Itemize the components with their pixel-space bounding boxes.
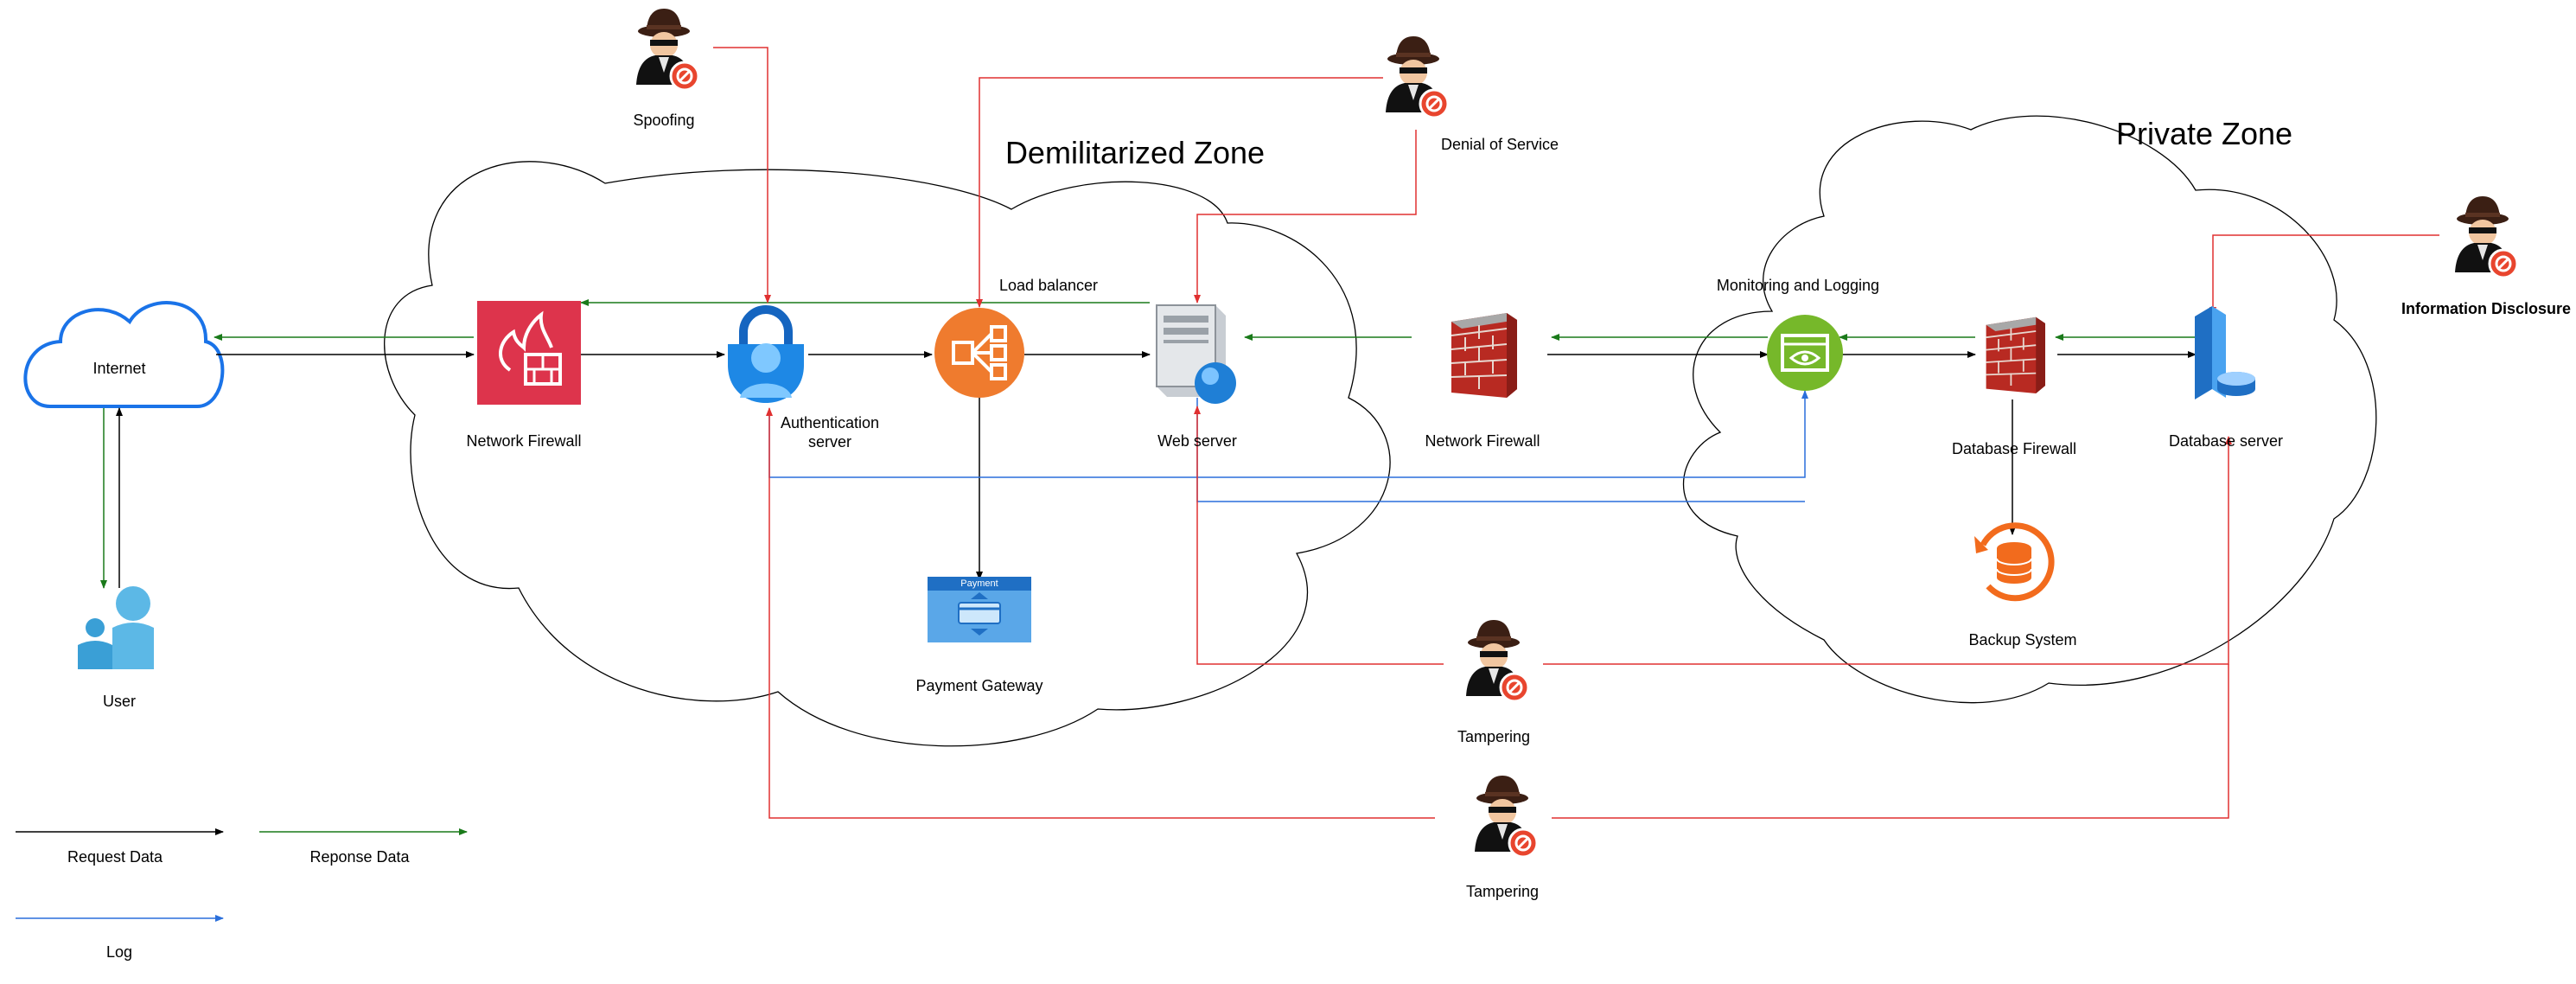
- legend-log-label: Log: [105, 943, 133, 961]
- internet-cloud-icon: [23, 301, 225, 408]
- load-balancer-icon: [934, 308, 1024, 398]
- tampering-1-label: Tampering: [1457, 728, 1531, 745]
- legend-arrows: [16, 828, 468, 922]
- information-disclosure-label: Information Disclosure: [2401, 300, 2572, 317]
- denial-of-service-label: Denial of Service: [1440, 136, 1559, 153]
- network-firewall-label: Network Firewall: [466, 432, 582, 450]
- legend-request-label: Request Data: [67, 848, 163, 866]
- internet-label: Internet: [92, 360, 146, 377]
- hacker-tampering-2-icon: [1473, 774, 1539, 859]
- backup-system-icon: [1974, 522, 2055, 602]
- database-firewall-label: Database Firewall: [1951, 440, 2077, 457]
- network-firewall-2-icon: [1451, 312, 1518, 399]
- hacker-tampering-1-icon: [1464, 618, 1530, 703]
- private-zone-cloud: [1682, 115, 2377, 704]
- network-firewall-2-label: Network Firewall: [1425, 432, 1540, 450]
- hacker-denial-of-service-icon: [1384, 35, 1450, 119]
- network-firewall-icon: [477, 301, 581, 405]
- spoofing-label: Spoofing: [633, 112, 695, 129]
- dmz-zone-title: Demilitarized Zone: [1004, 135, 1266, 170]
- user-icon: [78, 586, 154, 669]
- backup-system-label: Backup System: [1968, 631, 2077, 649]
- legend-response-label: Reponse Data: [309, 848, 410, 866]
- database-server-icon: [2195, 306, 2255, 399]
- payment-gateway-label: Payment Gateway: [915, 677, 1043, 694]
- hacker-spoofing-icon: [634, 7, 700, 92]
- dmz-zone-cloud: [384, 161, 1391, 747]
- web-server-label: Web server: [1157, 432, 1237, 450]
- payment-badge-label: Payment: [960, 578, 998, 589]
- database-server-label: Database server: [2168, 432, 2284, 450]
- database-firewall-icon: [1985, 316, 2046, 394]
- authentication-server-label: Authentication server: [780, 414, 880, 450]
- payment-gateway-icon: [928, 577, 1031, 642]
- monitoring-label: Monitoring and Logging: [1716, 277, 1880, 294]
- web-server-icon: [1156, 304, 1236, 404]
- authentication-server-icon: [728, 305, 804, 403]
- monitoring-logging-icon: [1767, 315, 1843, 391]
- tampering-2-label: Tampering: [1465, 883, 1540, 900]
- load-balancer-label: Load balancer: [998, 277, 1099, 294]
- private-zone-title: Private Zone: [2115, 116, 2293, 151]
- hacker-information-disclosure-icon: [2453, 195, 2519, 279]
- user-label: User: [102, 693, 137, 710]
